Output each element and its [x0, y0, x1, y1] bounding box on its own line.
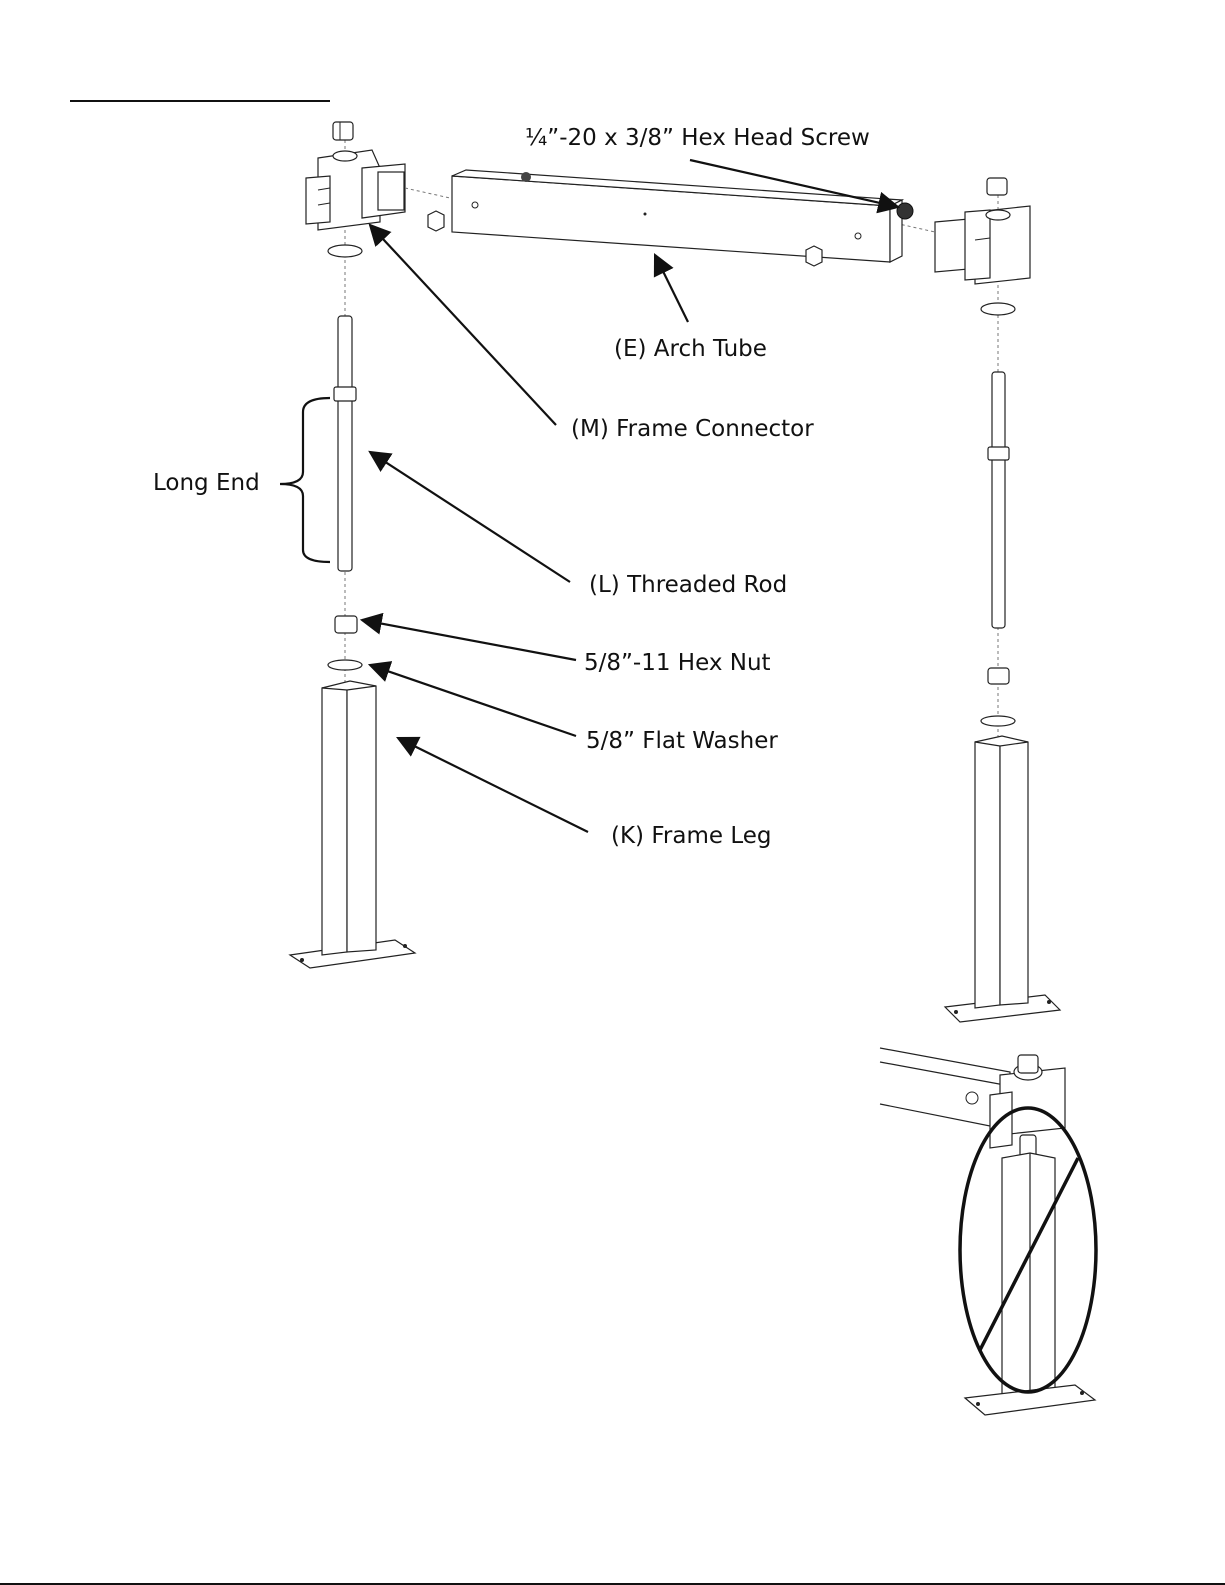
threaded-rod-leader — [370, 452, 570, 582]
arch-tube-leader — [655, 255, 688, 322]
right-top-washer — [981, 303, 1015, 315]
threaded-rod-label: (L) Threaded Rod — [589, 572, 787, 598]
hex-nut-label: 5/8”-11 Hex Nut — [584, 650, 771, 676]
frame-connector-leader — [370, 225, 556, 425]
arch-tube-label: (E) Arch Tube — [614, 336, 767, 362]
hex-nut-leader — [362, 620, 576, 660]
incorrect-assembly-inset — [880, 1048, 1096, 1415]
left-threaded-rod — [334, 316, 356, 571]
right-assembly — [935, 178, 1060, 1022]
left-frame-connector — [306, 150, 405, 230]
hex-head-screw-part — [897, 203, 913, 219]
left-frame-leg — [290, 681, 415, 968]
frame-connector-label: (M) Frame Connector — [571, 416, 814, 442]
left-top-washer — [328, 245, 362, 257]
right-flat-washer — [981, 716, 1015, 726]
flat-washer-label: 5/8” Flat Washer — [586, 728, 778, 754]
right-top-hex-nut — [987, 178, 1007, 195]
left-assembly — [290, 122, 415, 968]
frame-leg-label: (K) Frame Leg — [611, 823, 771, 849]
long-end-label: Long End — [153, 470, 260, 496]
left-hex-nut — [335, 616, 357, 633]
arch-left-nut — [428, 211, 444, 231]
arch-bottom-nut — [806, 246, 822, 266]
hex-head-screw-label: ¼”-20 x 3/8” Hex Head Screw — [525, 125, 870, 151]
right-frame-leg — [945, 736, 1060, 1022]
arch-tube-part — [405, 170, 935, 266]
right-frame-connector — [935, 206, 1030, 284]
left-top-hex-nut — [333, 122, 353, 140]
flat-washer-leader — [370, 665, 576, 736]
right-threaded-rod — [988, 372, 1009, 628]
left-flat-washer — [328, 660, 362, 670]
long-end-bracket — [280, 398, 330, 562]
frame-leg-leader — [398, 738, 588, 832]
right-hex-nut — [988, 668, 1009, 684]
